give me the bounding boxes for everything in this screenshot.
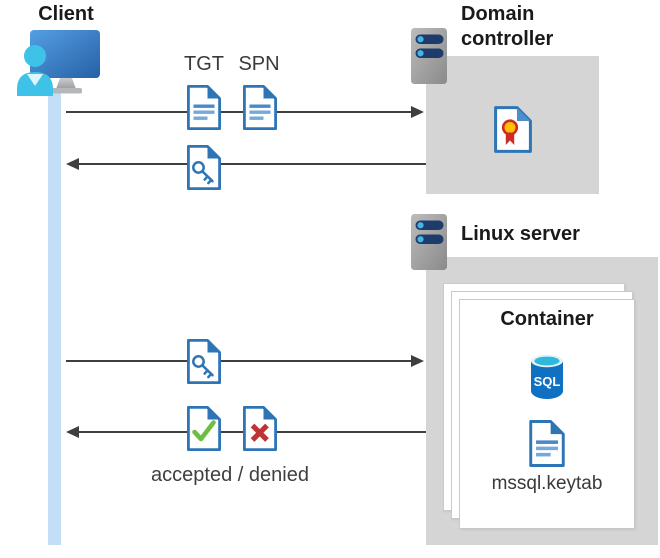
spn-ticket-document-icon (242, 84, 278, 131)
key-document-icon (186, 144, 222, 191)
client-label: Client (38, 3, 94, 25)
arrow-request-dc-head-icon (411, 106, 424, 118)
arrow-response-ls-head-icon (66, 426, 79, 438)
arrow-request-dc-line (66, 111, 412, 113)
client-monitor-user-icon (8, 24, 104, 96)
check-document-icon (186, 405, 222, 452)
arrow-response-dc-head-icon (66, 158, 79, 170)
linux-server-icon (410, 213, 448, 271)
accepted-denied-label: accepted / denied (151, 464, 309, 486)
arrow-request-ls-line (66, 360, 412, 362)
container-box: Container SQL mssql.keytab (459, 299, 635, 529)
domain-controller-label: Domain controller (461, 3, 554, 50)
domain-controller-server-icon (410, 27, 448, 85)
client-lifeline (48, 92, 61, 545)
tgt-label: TGT (184, 53, 224, 75)
x-document-icon (242, 405, 278, 452)
spn-label: SPN (238, 53, 280, 75)
certificate-document-icon (493, 105, 533, 154)
keytab-document-icon (528, 419, 566, 468)
container-title: Container (500, 308, 594, 330)
tgt-ticket-document-icon (186, 84, 222, 131)
sql-database-icon: SQL (528, 352, 566, 400)
arrow-request-ls-head-icon (411, 355, 424, 367)
keytab-filename: mssql.keytab (491, 473, 603, 494)
key-document-icon (186, 338, 222, 385)
arrow-response-dc-line (79, 163, 426, 165)
sql-badge-text: SQL (534, 374, 561, 389)
linux-server-label: Linux server (461, 223, 580, 245)
